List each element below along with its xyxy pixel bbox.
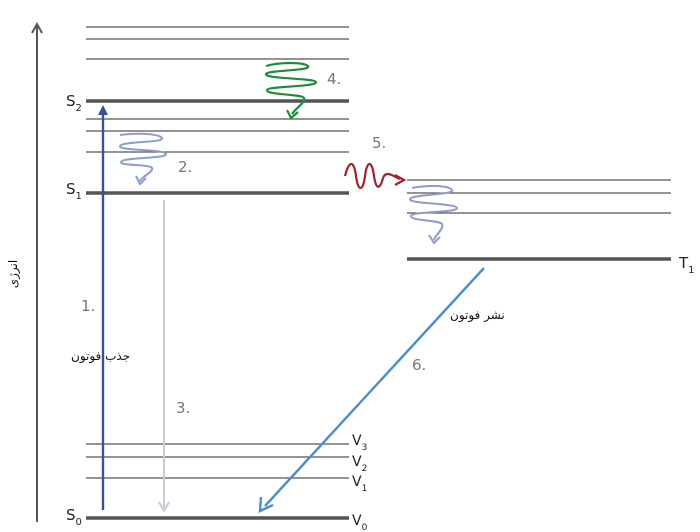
step-3-number: 3. bbox=[176, 399, 190, 417]
step-1-number: 1. bbox=[81, 297, 95, 315]
energy-axis-label: انرژی bbox=[6, 260, 21, 288]
t1-levels bbox=[407, 179, 671, 261]
s2-levels bbox=[86, 26, 349, 103]
step-6-number: 6. bbox=[412, 356, 426, 374]
relaxation-squiggle-t1 bbox=[408, 184, 459, 245]
v2-label: V2 bbox=[352, 454, 367, 474]
energy-axis: انرژی bbox=[6, 21, 43, 522]
energy-axis-arrowhead bbox=[31, 21, 43, 34]
absorption-arrowhead bbox=[98, 105, 108, 115]
intersystem-crossing-wave bbox=[343, 162, 401, 190]
step-2-number: 2. bbox=[178, 158, 192, 176]
phosphorescence-label: نشر فوتون bbox=[450, 308, 505, 323]
relaxation-arrowhead bbox=[135, 175, 147, 186]
internal-conversion-wave bbox=[264, 61, 318, 115]
absorption-arrow bbox=[98, 105, 108, 510]
t1-label: T1 bbox=[678, 254, 695, 276]
step-5-number: 5. bbox=[372, 134, 386, 152]
v0-label: V0 bbox=[352, 513, 368, 532]
s1-label: S1 bbox=[66, 180, 82, 202]
s0-label: S0 bbox=[66, 506, 82, 528]
intersystem-crossing-arrowhead bbox=[394, 174, 407, 186]
s2-label: S2 bbox=[66, 92, 82, 114]
step-4-number: 4. bbox=[327, 70, 341, 88]
internal-conversion-arrowhead bbox=[286, 109, 299, 120]
phosphorescence-arrowhead bbox=[258, 496, 274, 513]
s0-levels bbox=[86, 443, 349, 520]
relaxation-squiggle-s1 bbox=[118, 132, 168, 186]
intersystem-crossing-squiggle bbox=[343, 162, 407, 190]
phosphorescence-arrow bbox=[258, 267, 485, 513]
fluorescence-arrow bbox=[158, 200, 170, 514]
relaxation-wave bbox=[408, 184, 459, 241]
v1-label: V1 bbox=[352, 474, 367, 494]
phosphorescence-arrow-line bbox=[264, 267, 485, 507]
absorption-label: جذب فوتون bbox=[71, 349, 130, 364]
relaxation-arrowhead bbox=[428, 234, 441, 245]
s1-levels bbox=[86, 118, 349, 195]
internal-conversion-squiggle bbox=[264, 61, 318, 120]
fluorescence-arrowhead bbox=[158, 501, 170, 514]
v3-label: V3 bbox=[352, 433, 367, 453]
relaxation-wave bbox=[118, 132, 168, 182]
